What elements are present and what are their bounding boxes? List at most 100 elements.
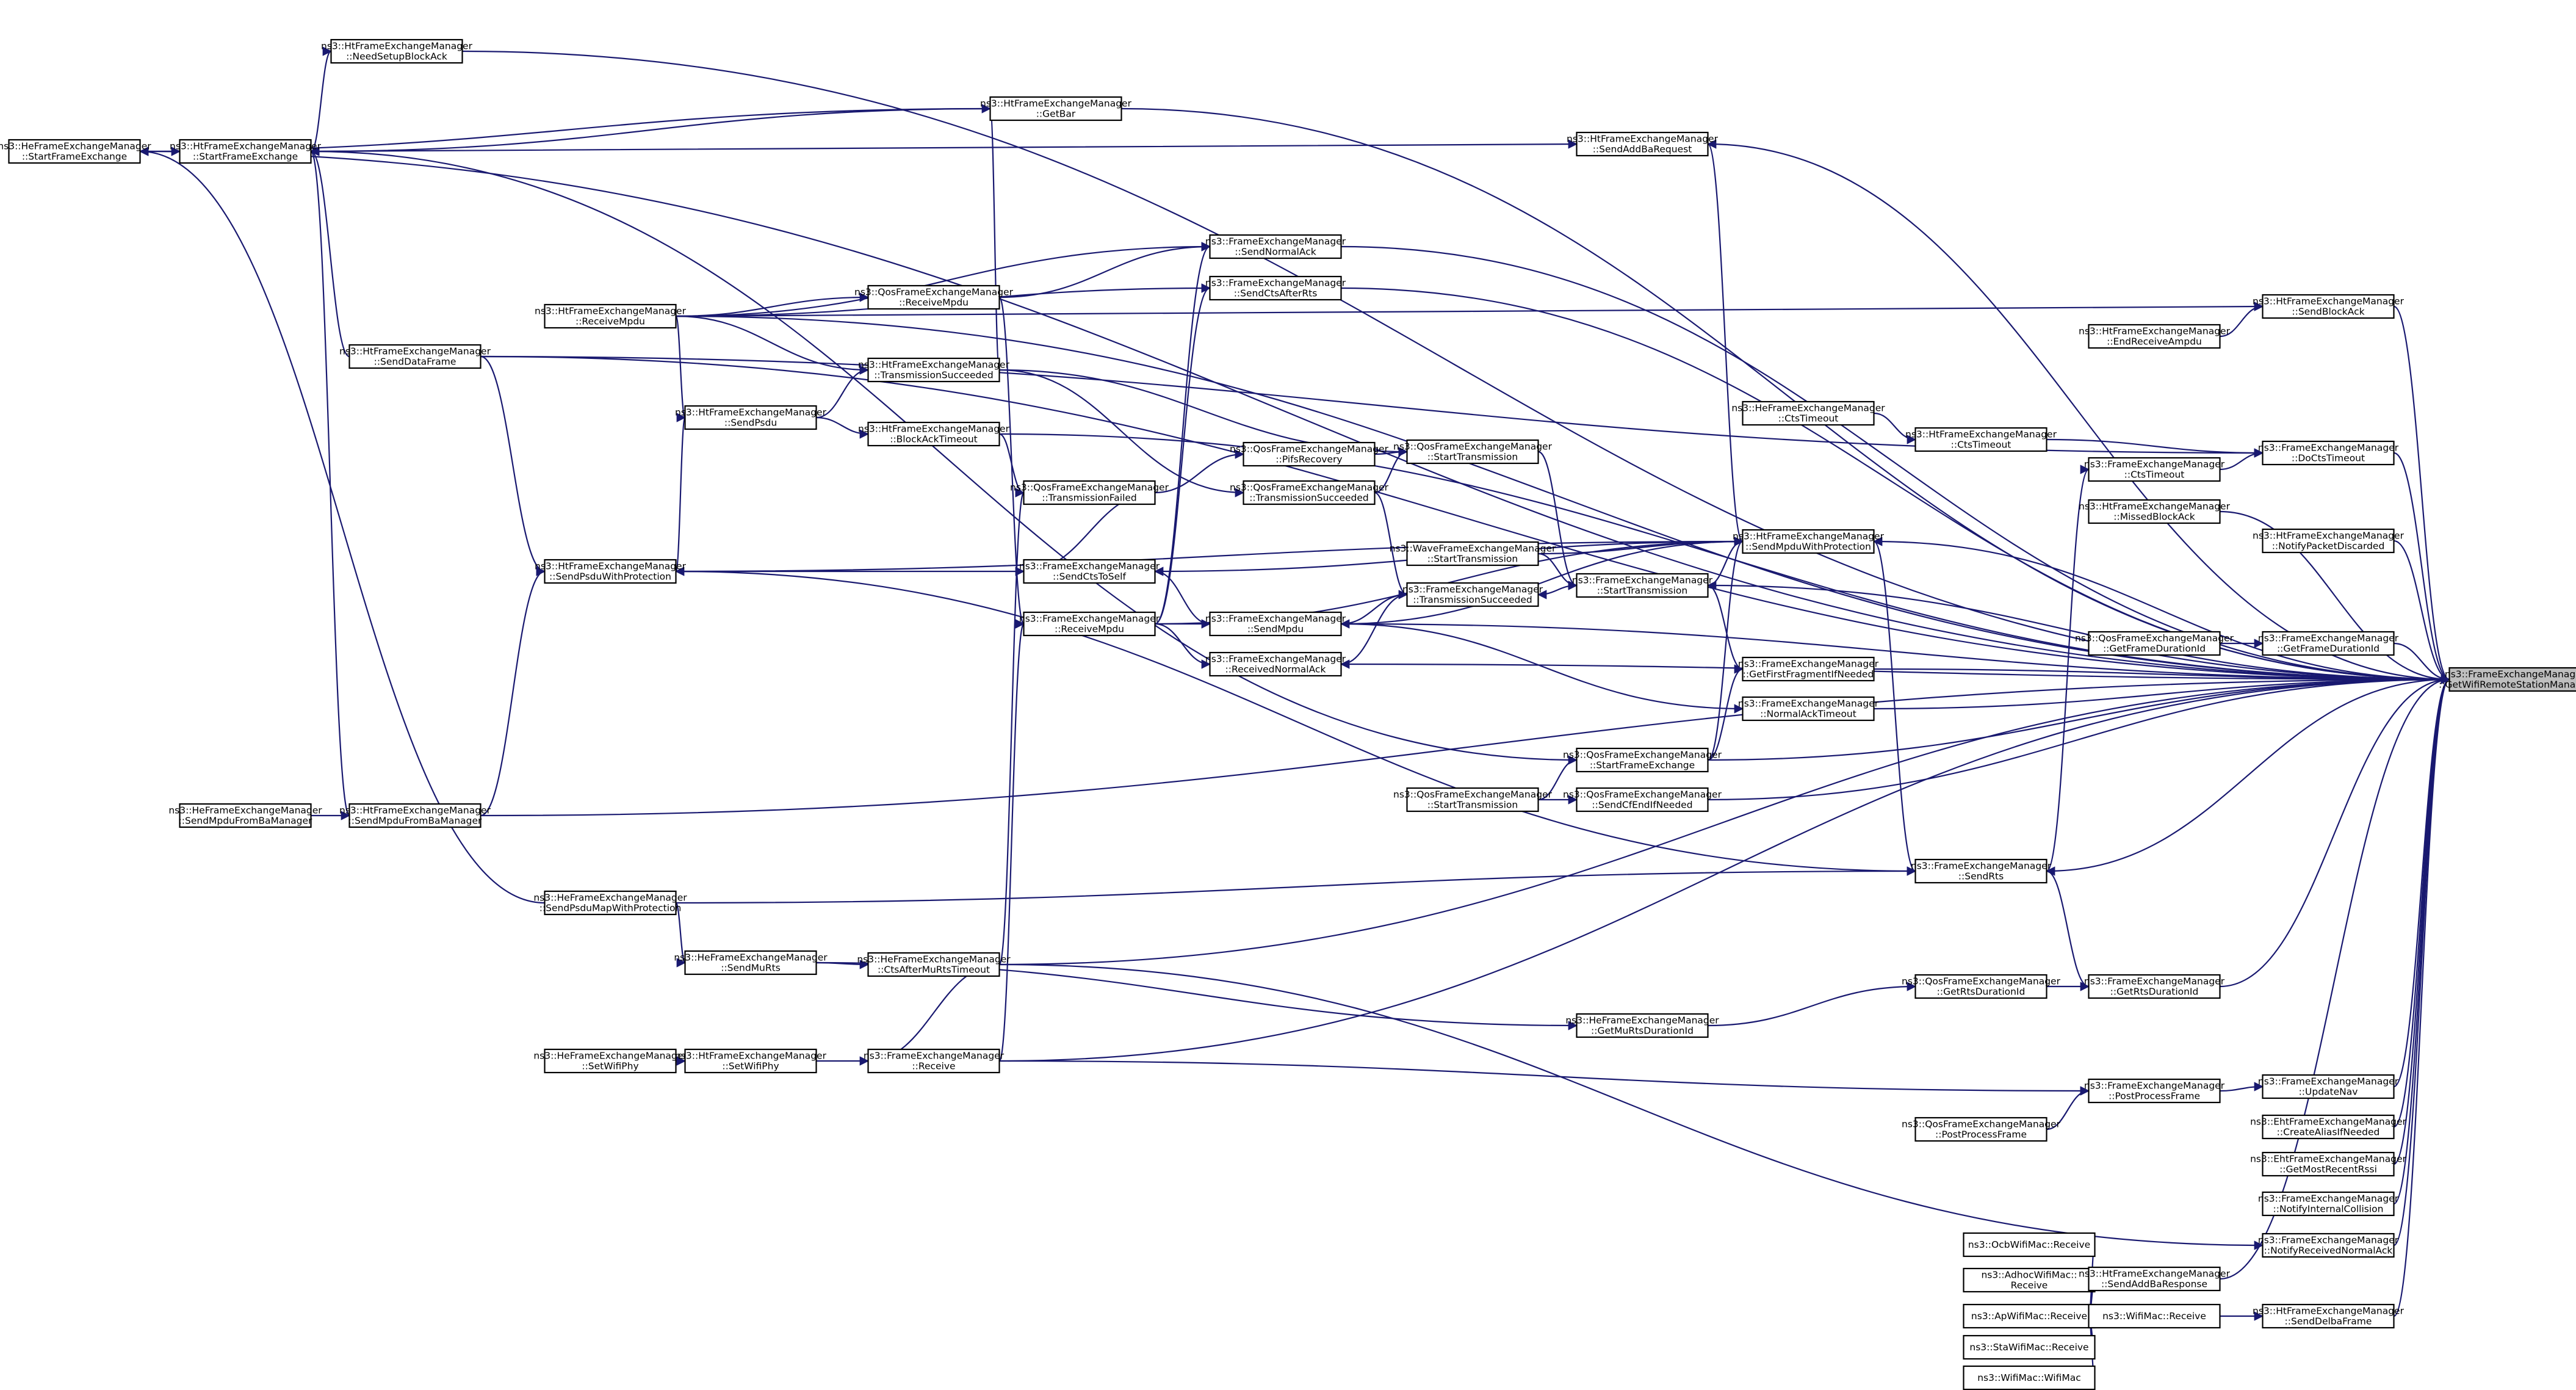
- node-label: ::SetWifiPhy: [582, 1061, 638, 1072]
- function-node[interactable]: ns3::HtFrameExchangeManager::EndReceiveA…: [2079, 324, 2231, 349]
- function-node[interactable]: ns3::QosFrameExchangeManager::SendCfEndI…: [1563, 787, 1722, 813]
- function-node[interactable]: ns3::HeFrameExchangeManager::GetMuRtsDur…: [1565, 1013, 1719, 1038]
- node-box: [1742, 529, 1875, 554]
- node-box: [2262, 1233, 2395, 1258]
- function-node[interactable]: ns3::QosFrameExchangeManager::Transmissi…: [1230, 480, 1389, 505]
- function-node[interactable]: ns3::FrameExchangeManager::UpdateNav: [2258, 1074, 2399, 1099]
- function-node[interactable]: ns3::FrameExchangeManager::TransmissionS…: [1402, 582, 1543, 607]
- function-node[interactable]: ns3::FrameExchangeManager::SendNormalAck: [1205, 234, 1346, 259]
- function-node[interactable]: ns3::HtFrameExchangeManager::MissedBlock…: [2079, 499, 2231, 524]
- function-node[interactable]: ns3::QosFrameExchangeManager::GetRtsDura…: [1902, 974, 2061, 999]
- call-edge: [1708, 537, 1744, 587]
- function-node[interactable]: ns3::WaveFrameExchangeManager::StartTran…: [1390, 541, 1556, 566]
- function-node[interactable]: ns3::FrameExchangeManager::GetWifiRemote…: [2439, 667, 2576, 692]
- function-node[interactable]: ns3::FrameExchangeManager::NormalAckTime…: [1738, 696, 1879, 722]
- function-node[interactable]: ns3::HtFrameExchangeManager::ReceiveMpdu: [535, 303, 687, 329]
- function-node[interactable]: ns3::FrameExchangeManager::NotifyInterna…: [2258, 1191, 2399, 1217]
- function-node[interactable]: ns3::HtFrameExchangeManager::StartFrameE…: [170, 139, 322, 164]
- function-node[interactable]: ns3::HeFrameExchangeManager::SetWifiPhy: [533, 1048, 687, 1074]
- function-node[interactable]: ns3::StaWifiMac::Receive: [1963, 1334, 2096, 1360]
- function-node[interactable]: ns3::QosFrameExchangeManager::PostProces…: [1902, 1117, 2061, 1142]
- function-node[interactable]: ns3::FrameExchangeManager::ReceivedNorma…: [1205, 651, 1346, 677]
- node-label: ::SendCfEndIfNeeded: [1592, 800, 1692, 811]
- node-label: ns3::HeFrameExchangeManager: [168, 805, 322, 816]
- function-node[interactable]: ns3::HtFrameExchangeManager::CtsTimeout: [1905, 427, 2057, 452]
- function-node[interactable]: ns3::HtFrameExchangeManager::SendMpduFro…: [339, 803, 491, 828]
- call-edge: [676, 537, 1744, 573]
- function-node[interactable]: ns3::HtFrameExchangeManager::SendAddBaRe…: [2079, 1266, 2231, 1292]
- function-node[interactable]: ns3::FrameExchangeManager::SendRts: [1911, 858, 2052, 884]
- node-label: ns3::FrameExchangeManager: [1205, 278, 1346, 289]
- function-node[interactable]: ns3::HeFrameExchangeManager::CtsTimeout: [1731, 400, 1885, 426]
- function-node[interactable]: ns3::HtFrameExchangeManager::SendPsduWit…: [535, 559, 687, 584]
- call-edge: [310, 46, 333, 153]
- function-node[interactable]: ns3::WifiMac::WifiMac: [1963, 1365, 2096, 1390]
- function-node[interactable]: ns3::HeFrameExchangeManager::SendPsduMap…: [533, 890, 687, 916]
- call-edge: [309, 147, 350, 817]
- function-node[interactable]: ns3::FrameExchangeManager::CtsTimeout: [2084, 457, 2225, 482]
- call-edge: [2220, 510, 2451, 684]
- function-node[interactable]: ns3::QosFrameExchangeManager::StartFrame…: [1563, 747, 1722, 773]
- function-node[interactable]: ns3::FrameExchangeManager::GetFirstFragm…: [1738, 656, 1879, 682]
- function-node[interactable]: ns3::ApWifiMac::Receive: [1963, 1303, 2096, 1329]
- function-node[interactable]: ns3::HeFrameExchangeManager::SendMuRts: [674, 950, 828, 976]
- target-node-box: [2448, 667, 2576, 692]
- function-node[interactable]: ns3::QosFrameExchangeManager::PifsRecove…: [1230, 441, 1389, 467]
- call-edge: [2394, 540, 2451, 684]
- function-node[interactable]: ns3::WifiMac::Receive: [2088, 1303, 2221, 1329]
- call-edge: [2394, 675, 2451, 1128]
- function-node[interactable]: ns3::HtFrameExchangeManager::SendAddBaRe…: [1567, 131, 1719, 157]
- function-node[interactable]: ns3::FrameExchangeManager::DoCtsTimeout: [2258, 440, 2399, 466]
- node-box: [1914, 974, 2047, 999]
- function-node[interactable]: ns3::HtFrameExchangeManager::SendDelbaFr…: [2253, 1303, 2405, 1329]
- function-node[interactable]: ns3::FrameExchangeManager::PostProcessFr…: [2084, 1078, 2225, 1104]
- function-node[interactable]: ns3::HtFrameExchangeManager::NeedSetupBl…: [321, 38, 473, 64]
- function-node[interactable]: ns3::QosFrameExchangeManager::Transmissi…: [1010, 480, 1169, 505]
- node-label: ::SendCtsAfterRts: [1234, 288, 1318, 299]
- node-box: [1576, 131, 1709, 157]
- node-box: [1914, 858, 2047, 884]
- function-node[interactable]: ns3::HtFrameExchangeManager::SendPsdu: [675, 405, 827, 430]
- call-edge: [1341, 287, 2451, 684]
- function-node[interactable]: ns3::EhtFrameExchangeManager::GetMostRec…: [2250, 1151, 2407, 1177]
- function-node[interactable]: ns3::OcbWifiMac::Receive: [1963, 1232, 2096, 1258]
- call-edge: [675, 902, 687, 968]
- function-node[interactable]: ns3::HeFrameExchangeManager::SendMpduFro…: [168, 803, 322, 828]
- function-node[interactable]: ns3::QosFrameExchangeManager::GetFrameDu…: [2075, 631, 2234, 656]
- function-node[interactable]: ns3::HtFrameExchangeManager::Transmissio…: [858, 357, 1010, 383]
- function-node[interactable]: ns3::HtFrameExchangeManager::SendDataFra…: [339, 344, 491, 369]
- function-node[interactable]: ns3::FrameExchangeManager::StartTransmis…: [1572, 573, 1713, 598]
- function-node[interactable]: ns3::HtFrameExchangeManager::BlockAckTim…: [858, 421, 1010, 447]
- node-label: ns3::HtFrameExchangeManager: [1567, 134, 1719, 145]
- function-node[interactable]: ns3::HtFrameExchangeManager::SendMpduWit…: [1733, 529, 1885, 554]
- function-node[interactable]: ns3::FrameExchangeManager::GetRtsDuratio…: [2084, 974, 2225, 999]
- function-node[interactable]: ns3::HtFrameExchangeManager::SendBlockAc…: [2253, 294, 2405, 319]
- function-node[interactable]: ns3::HtFrameExchangeManager::GetBar: [980, 96, 1132, 121]
- call-edge: [2394, 675, 2451, 1165]
- function-node[interactable]: ns3::EhtFrameExchangeManager::CreateAlia…: [2250, 1114, 2407, 1140]
- function-node[interactable]: ns3::FrameExchangeManager::SendCtsAfterR…: [1205, 275, 1346, 301]
- function-node[interactable]: ns3::FrameExchangeManager::SendCtsToSelf: [1019, 559, 1160, 584]
- call-edge: [1341, 623, 2451, 684]
- call-edge: [311, 104, 992, 153]
- function-node[interactable]: ns3::FrameExchangeManager::ReceiveMpdu: [1019, 611, 1160, 637]
- node-label: ns3::QosFrameExchangeManager: [1393, 441, 1553, 452]
- node-box: [2088, 324, 2221, 349]
- function-node[interactable]: ns3::QosFrameExchangeManager::StartTrans…: [1393, 439, 1553, 465]
- node-label: ::GetRtsDurationId: [1937, 986, 2026, 997]
- node-box: [867, 1048, 1000, 1074]
- function-node[interactable]: ns3::HeFrameExchangeManager::StartFrameE…: [0, 139, 151, 164]
- function-node[interactable]: ns3::QosFrameExchangeManager::ReceiveMpd…: [854, 284, 1014, 310]
- node-box: [1742, 400, 1875, 426]
- function-node[interactable]: ns3::FrameExchangeManager::GetFrameDurat…: [2258, 631, 2399, 656]
- function-node[interactable]: ns3::HeFrameExchangeManager::CtsAfterMuR…: [857, 952, 1011, 977]
- node-label: ns3::HtFrameExchangeManager: [339, 805, 491, 816]
- node-label: ns3::HtFrameExchangeManager: [170, 141, 322, 152]
- function-node[interactable]: ns3::FrameExchangeManager::Receive: [864, 1048, 1005, 1074]
- function-node[interactable]: ns3::HtFrameExchangeManager::NotifyPacke…: [2253, 528, 2405, 554]
- function-node[interactable]: ns3::FrameExchangeManager::NotifyReceive…: [2258, 1233, 2399, 1258]
- function-node[interactable]: ns3::HtFrameExchangeManager::SetWifiPhy: [675, 1048, 827, 1074]
- function-node[interactable]: ns3::AdhocWifiMac::Receive: [1963, 1267, 2096, 1293]
- function-node[interactable]: ns3::QosFrameExchangeManager::StartTrans…: [1393, 787, 1553, 813]
- function-node[interactable]: ns3::FrameExchangeManager::SendMpdu: [1205, 611, 1346, 637]
